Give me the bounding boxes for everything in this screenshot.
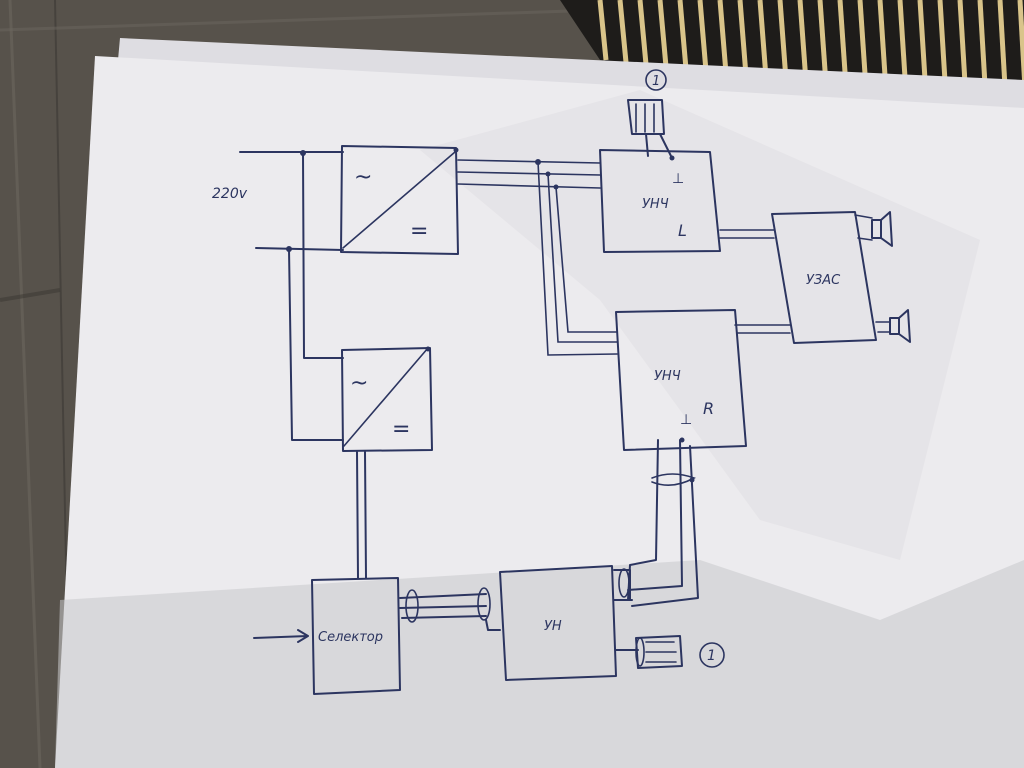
aux-psu-dc-symbol: = (392, 417, 410, 442)
connector-top-number: 1 (652, 74, 660, 89)
main-psu-dc-symbol: = (410, 219, 428, 244)
selector-block: Селектор (311, 577, 401, 695)
amp-left-ground: ⊥ (672, 171, 684, 187)
preamp-label: УН (544, 619, 562, 634)
power-bus-2 (457, 171, 601, 176)
bamboo-slat (597, 0, 609, 61)
amp-left-channel: L (678, 221, 687, 240)
speaker-right-icon (875, 309, 911, 343)
power-bus-3 (457, 183, 601, 189)
power-bus-1 (457, 159, 601, 164)
amp-left-block: УНЧ L ⊥ (599, 149, 721, 253)
bamboo-slat (1017, 0, 1024, 107)
selector-input-arrow (253, 629, 309, 643)
hand-shadow-upper (420, 90, 980, 560)
main-psu-block: ~ = (340, 145, 459, 255)
bamboo-slat (697, 0, 709, 72)
connector-bottom-marker (699, 642, 725, 668)
speaker-protection-label: УЗАС (806, 273, 841, 288)
power-drop-2 (547, 173, 618, 343)
input-connector-top: 1 (627, 69, 675, 161)
selector-power-2 (364, 451, 367, 579)
connector-bottom-number: 1 (707, 648, 716, 664)
aux-psu-block: ~ = (341, 346, 433, 452)
bamboo-slat (637, 0, 649, 65)
amp-right-channel: R (703, 399, 714, 418)
main-psu-ac-symbol: ~ (354, 165, 372, 190)
amp-right-label: УНЧ (654, 369, 681, 384)
speaker-protection-block: УЗАС (771, 211, 877, 344)
power-drop-3 (555, 186, 618, 333)
bamboo-slat (657, 0, 669, 67)
bamboo-slat (617, 0, 629, 63)
output-connector-bottom: 1 (615, 635, 725, 669)
mains-wire-2 (255, 247, 344, 251)
psu-feed-1 (302, 152, 344, 359)
amp-left-label: УНЧ (642, 197, 669, 212)
bamboo-slat (777, 0, 789, 80)
psu-feed-2 (288, 248, 344, 441)
power-drop-1 (537, 161, 618, 356)
amp-right-block: УНЧ R ⊥ (615, 309, 747, 451)
bamboo-slat (677, 0, 689, 70)
hand-shadow (55, 560, 1024, 768)
selector-to-preamp-cable (399, 587, 501, 631)
speaker-left-icon (854, 211, 893, 247)
bamboo-slat (797, 0, 809, 83)
bamboo-slat (717, 0, 729, 74)
bamboo-slat (817, 0, 829, 85)
bamboo-slat (757, 0, 769, 78)
amp-right-ground: ⊥ (680, 412, 692, 428)
preamp-block: УН (499, 565, 617, 681)
selector-label: Селектор (318, 630, 383, 645)
selector-power-1 (356, 451, 359, 579)
connector-top-marker (645, 69, 667, 91)
mains-label: 220v (212, 186, 248, 202)
bamboo-slat (737, 0, 749, 76)
aux-psu-ac-symbol: ~ (350, 371, 368, 396)
